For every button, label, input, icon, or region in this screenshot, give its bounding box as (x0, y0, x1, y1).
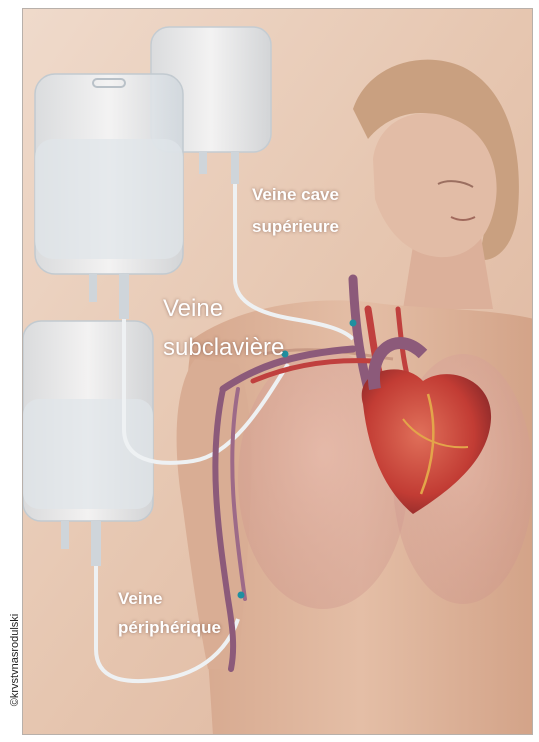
label-subclavian-vein-line2: subclavière (163, 331, 284, 364)
copyright-credit: ©krvstvnasrodulski (8, 605, 22, 715)
label-peripheral-vein-line2: périphérique (118, 616, 221, 640)
label-superior-vena-cava-line1: Veine cave (252, 183, 339, 207)
anatomy-illustration: Veine cave supérieure Veine subclavière … (22, 8, 533, 735)
label-superior-vena-cava-line2: supérieure (252, 215, 339, 239)
label-peripheral-vein-line1: Veine (118, 587, 162, 611)
illustration-svg (23, 9, 533, 735)
label-subclavian-vein-line1: Veine (163, 292, 223, 325)
